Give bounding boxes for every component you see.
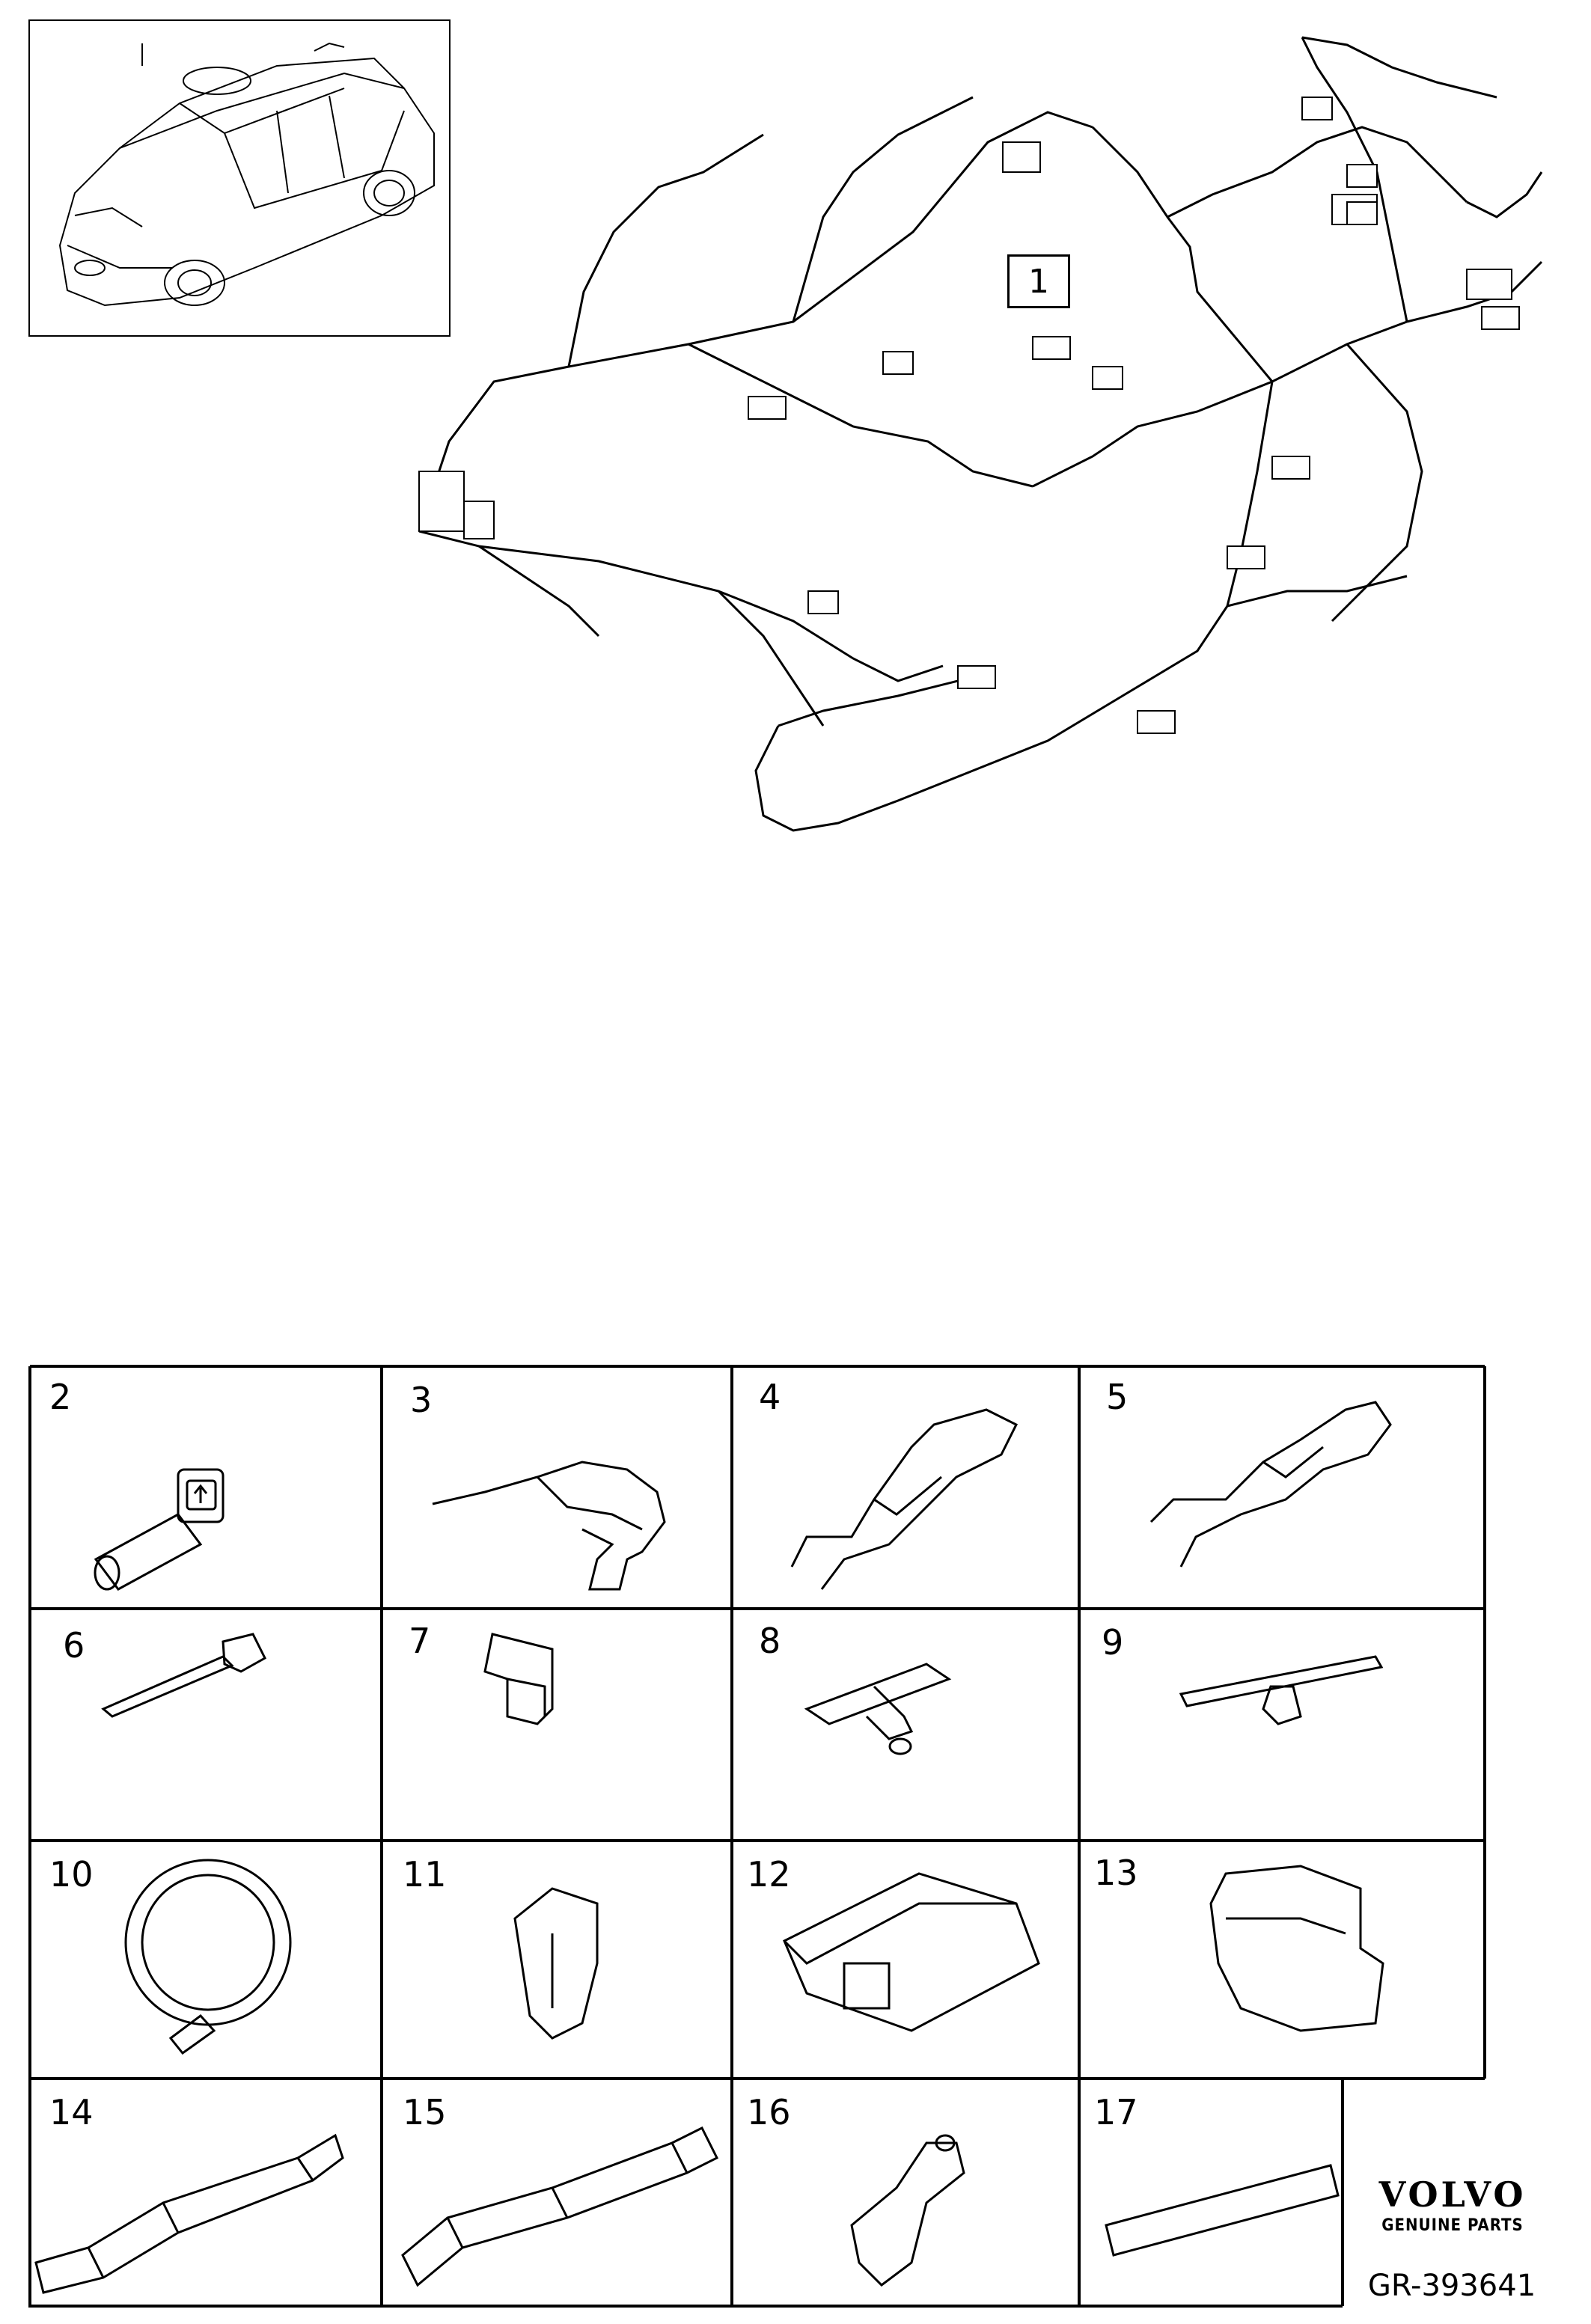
part-number-5: 5	[1106, 1377, 1129, 1417]
part-number-7: 7	[409, 1621, 431, 1661]
parts-grid: 2 3 4 5 6 7 8 9 10 11 12 13 14 15 16 17	[28, 1365, 1486, 2308]
vehicle-thumbnail	[28, 19, 451, 337]
part-number-9: 9	[1102, 1622, 1124, 1663]
part-callout-1: 1	[1007, 254, 1070, 308]
part-number-12: 12	[747, 1854, 791, 1895]
part-number-13: 13	[1094, 1853, 1138, 1893]
part-number-11: 11	[403, 1854, 447, 1895]
part-number-8: 8	[759, 1621, 781, 1661]
part-number-14: 14	[49, 2092, 94, 2132]
part-number-3: 3	[410, 1380, 433, 1420]
brand-logo: VOLVO GENUINE PARTS	[1344, 2174, 1561, 2235]
brand-subtitle: GENUINE PARTS	[1381, 2216, 1524, 2235]
part-number-2: 2	[49, 1377, 72, 1417]
part-number-10: 10	[49, 1854, 94, 1895]
part-number-4: 4	[759, 1377, 781, 1417]
harness-svg	[374, 22, 1557, 890]
part-number-15: 15	[403, 2092, 447, 2132]
car-illustration	[30, 21, 449, 335]
diagram-reference: GR-393641	[1367, 2269, 1536, 2303]
part-number-6: 6	[63, 1625, 85, 1666]
part-number-17: 17	[1094, 2092, 1138, 2132]
parts-grid-lines	[28, 1365, 1486, 2308]
wiring-harness-illustration	[374, 22, 1557, 890]
brand-name: VOLVO	[1378, 2174, 1527, 2215]
part-number-16: 16	[747, 2092, 791, 2132]
